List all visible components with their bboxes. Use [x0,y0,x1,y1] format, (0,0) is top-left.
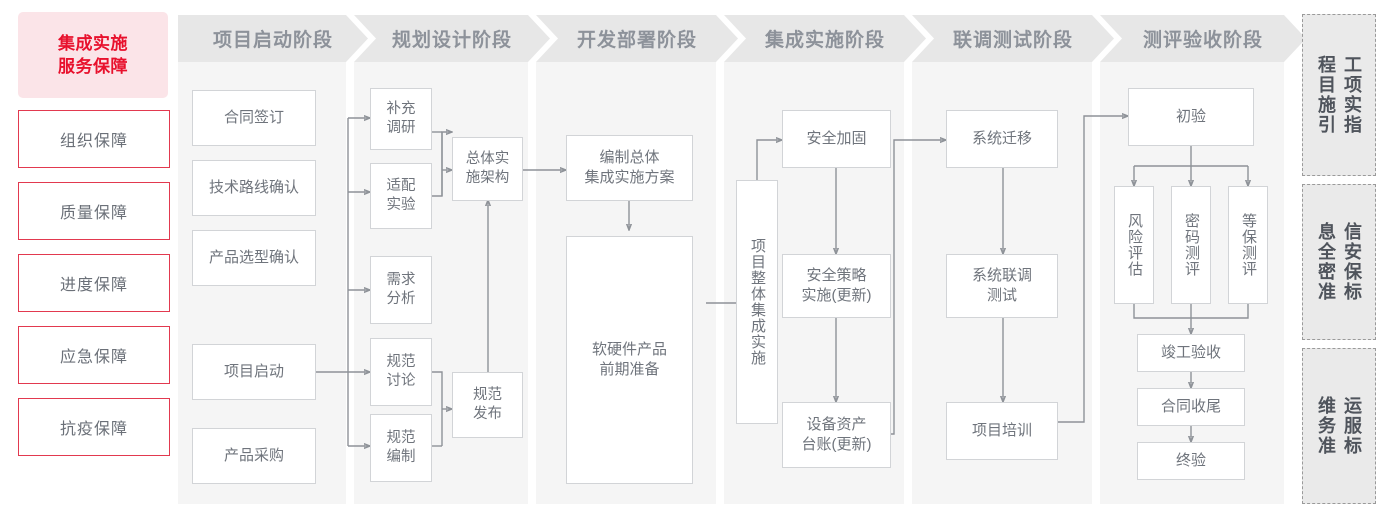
node-write-overall-integration-plan[interactable]: 编制总体 集成实施方案 [566,135,693,201]
node-joint-test-line2: 测试 [986,287,1017,304]
node-overall-implementation-architecture[interactable]: 总体实 施架构 [452,137,523,201]
standard-information-security-confidentiality[interactable]: 息全密准 信安保标 [1302,184,1376,340]
node-requirement-analysis[interactable]: 需求 分析 [370,256,432,324]
node-overall-arch-line1: 总体实 [465,151,510,167]
node-spec-compilation[interactable]: 规范 编制 [370,414,432,482]
standard-infosec-col-left: 信安保标 [1342,222,1362,302]
standard-engineering-project-guide[interactable]: 程目施引 工项实指 [1302,14,1376,176]
node-adaptation-test[interactable]: 适配 实验 [370,163,432,229]
node-spec-compilation-line2: 编制 [386,449,416,465]
node-security-policy-line2: 实施(更新) [801,287,872,304]
node-write-plan-line2: 集成实施方案 [584,169,675,186]
phase-header-dev-deploy[interactable]: 开发部署阶段 [536,15,738,62]
node-contract-sign[interactable]: 合同签订 [192,90,316,146]
node-hw-sw-prep-line2: 前期准备 [599,361,660,378]
node-project-training[interactable]: 项目培训 [946,402,1058,460]
node-asset-ledger-line2: 台账(更新) [801,436,872,453]
standard-infosec-col-right: 息全密准 [1316,222,1336,302]
node-overall-project-integration[interactable]: 项目整体集成实施 [736,180,778,424]
guarantee-title-line2: 服务保障 [58,57,128,76]
node-requirement-analysis-line2: 分析 [386,291,416,307]
node-risk-assessment[interactable]: 风险评估 [1114,186,1154,304]
standard-operations-maintenance-service[interactable]: 维务准 运服标 [1302,348,1376,504]
standard-eng-guide-col-right: 程目施引 [1316,55,1336,135]
node-spec-compilation-line1: 规范 [386,430,416,446]
node-spec-discussion[interactable]: 规范 讨论 [370,338,432,406]
guarantee-item-emergency[interactable]: 应急保障 [18,326,170,384]
node-completion-acceptance[interactable]: 竣工验收 [1137,334,1245,372]
node-write-plan-line1: 编制总体 [599,149,660,166]
node-hardware-software-preparation[interactable]: 软硬件产品 前期准备 [566,236,693,484]
node-system-joint-debug-test[interactable]: 系统联调 测试 [946,254,1058,318]
node-supplementary-research-line2: 调研 [386,120,416,136]
phase-header-joint-test[interactable]: 联调测试阶段 [912,15,1114,62]
standard-ops-col-right: 维务准 [1316,396,1336,456]
node-adaptation-test-line2: 实验 [386,197,416,213]
node-overall-arch-line2: 施架构 [465,170,510,186]
standard-ops-col-left: 运服标 [1342,396,1362,456]
node-project-kickoff[interactable]: 项目启动 [192,344,316,400]
node-final-acceptance[interactable]: 终验 [1137,442,1245,480]
node-spec-release-line2: 发布 [473,406,502,422]
node-supplementary-research-line1: 补充 [386,101,416,117]
node-equipment-asset-ledger[interactable]: 设备资产 台账(更新) [782,402,891,468]
node-product-selection-confirm[interactable]: 产品选型确认 [192,230,316,286]
guarantee-item-schedule[interactable]: 进度保障 [18,254,170,312]
node-security-policy-implementation[interactable]: 安全策略 实施(更新) [782,254,891,318]
node-spec-discussion-line1: 规范 [386,354,416,370]
guarantee-item-quality[interactable]: 质量保障 [18,182,170,240]
node-supplementary-research[interactable]: 补充 调研 [370,88,432,150]
node-contract-closure[interactable]: 合同收尾 [1137,388,1245,426]
node-system-migration[interactable]: 系统迁移 [946,110,1058,168]
guarantee-title-line1: 集成实施 [58,34,128,53]
guarantee-sidebar: 集成实施 服务保障 组织保障 质量保障 进度保障 应急保障 抗疫保障 [18,12,170,504]
node-asset-ledger-line1: 设备资产 [806,416,867,433]
phase-header-evaluation-acceptance[interactable]: 测评验收阶段 [1100,15,1306,62]
node-tech-route-confirm[interactable]: 技术路线确认 [192,160,316,216]
phase-header-planning-design[interactable]: 规划设计阶段 [354,15,550,62]
node-classified-protection-evaluation[interactable]: 等保测评 [1228,186,1268,304]
node-cryptography-evaluation[interactable]: 密码测评 [1171,186,1211,304]
phase-header-integration[interactable]: 集成实施阶段 [724,15,926,62]
guarantee-title: 集成实施 服务保障 [18,12,168,98]
node-security-hardening[interactable]: 安全加固 [782,110,891,168]
node-initial-acceptance[interactable]: 初验 [1128,88,1254,146]
node-requirement-analysis-line1: 需求 [386,272,416,288]
node-security-policy-line1: 安全策略 [806,267,867,284]
guarantee-item-organization[interactable]: 组织保障 [18,110,170,168]
guarantee-item-epidemic[interactable]: 抗疫保障 [18,398,170,456]
node-spec-release-line1: 规范 [473,387,502,403]
node-product-purchase[interactable]: 产品采购 [192,428,316,484]
node-adaptation-test-line1: 适配 [386,178,416,194]
node-spec-release[interactable]: 规范 发布 [452,372,523,438]
node-hw-sw-prep-line1: 软硬件产品 [591,341,667,358]
node-spec-discussion-line2: 讨论 [386,373,416,389]
standard-eng-guide-col-left: 工项实指 [1342,55,1362,135]
node-joint-test-line1: 系统联调 [971,267,1032,284]
phase-header-project-kickoff[interactable]: 项目启动阶段 [178,15,368,62]
